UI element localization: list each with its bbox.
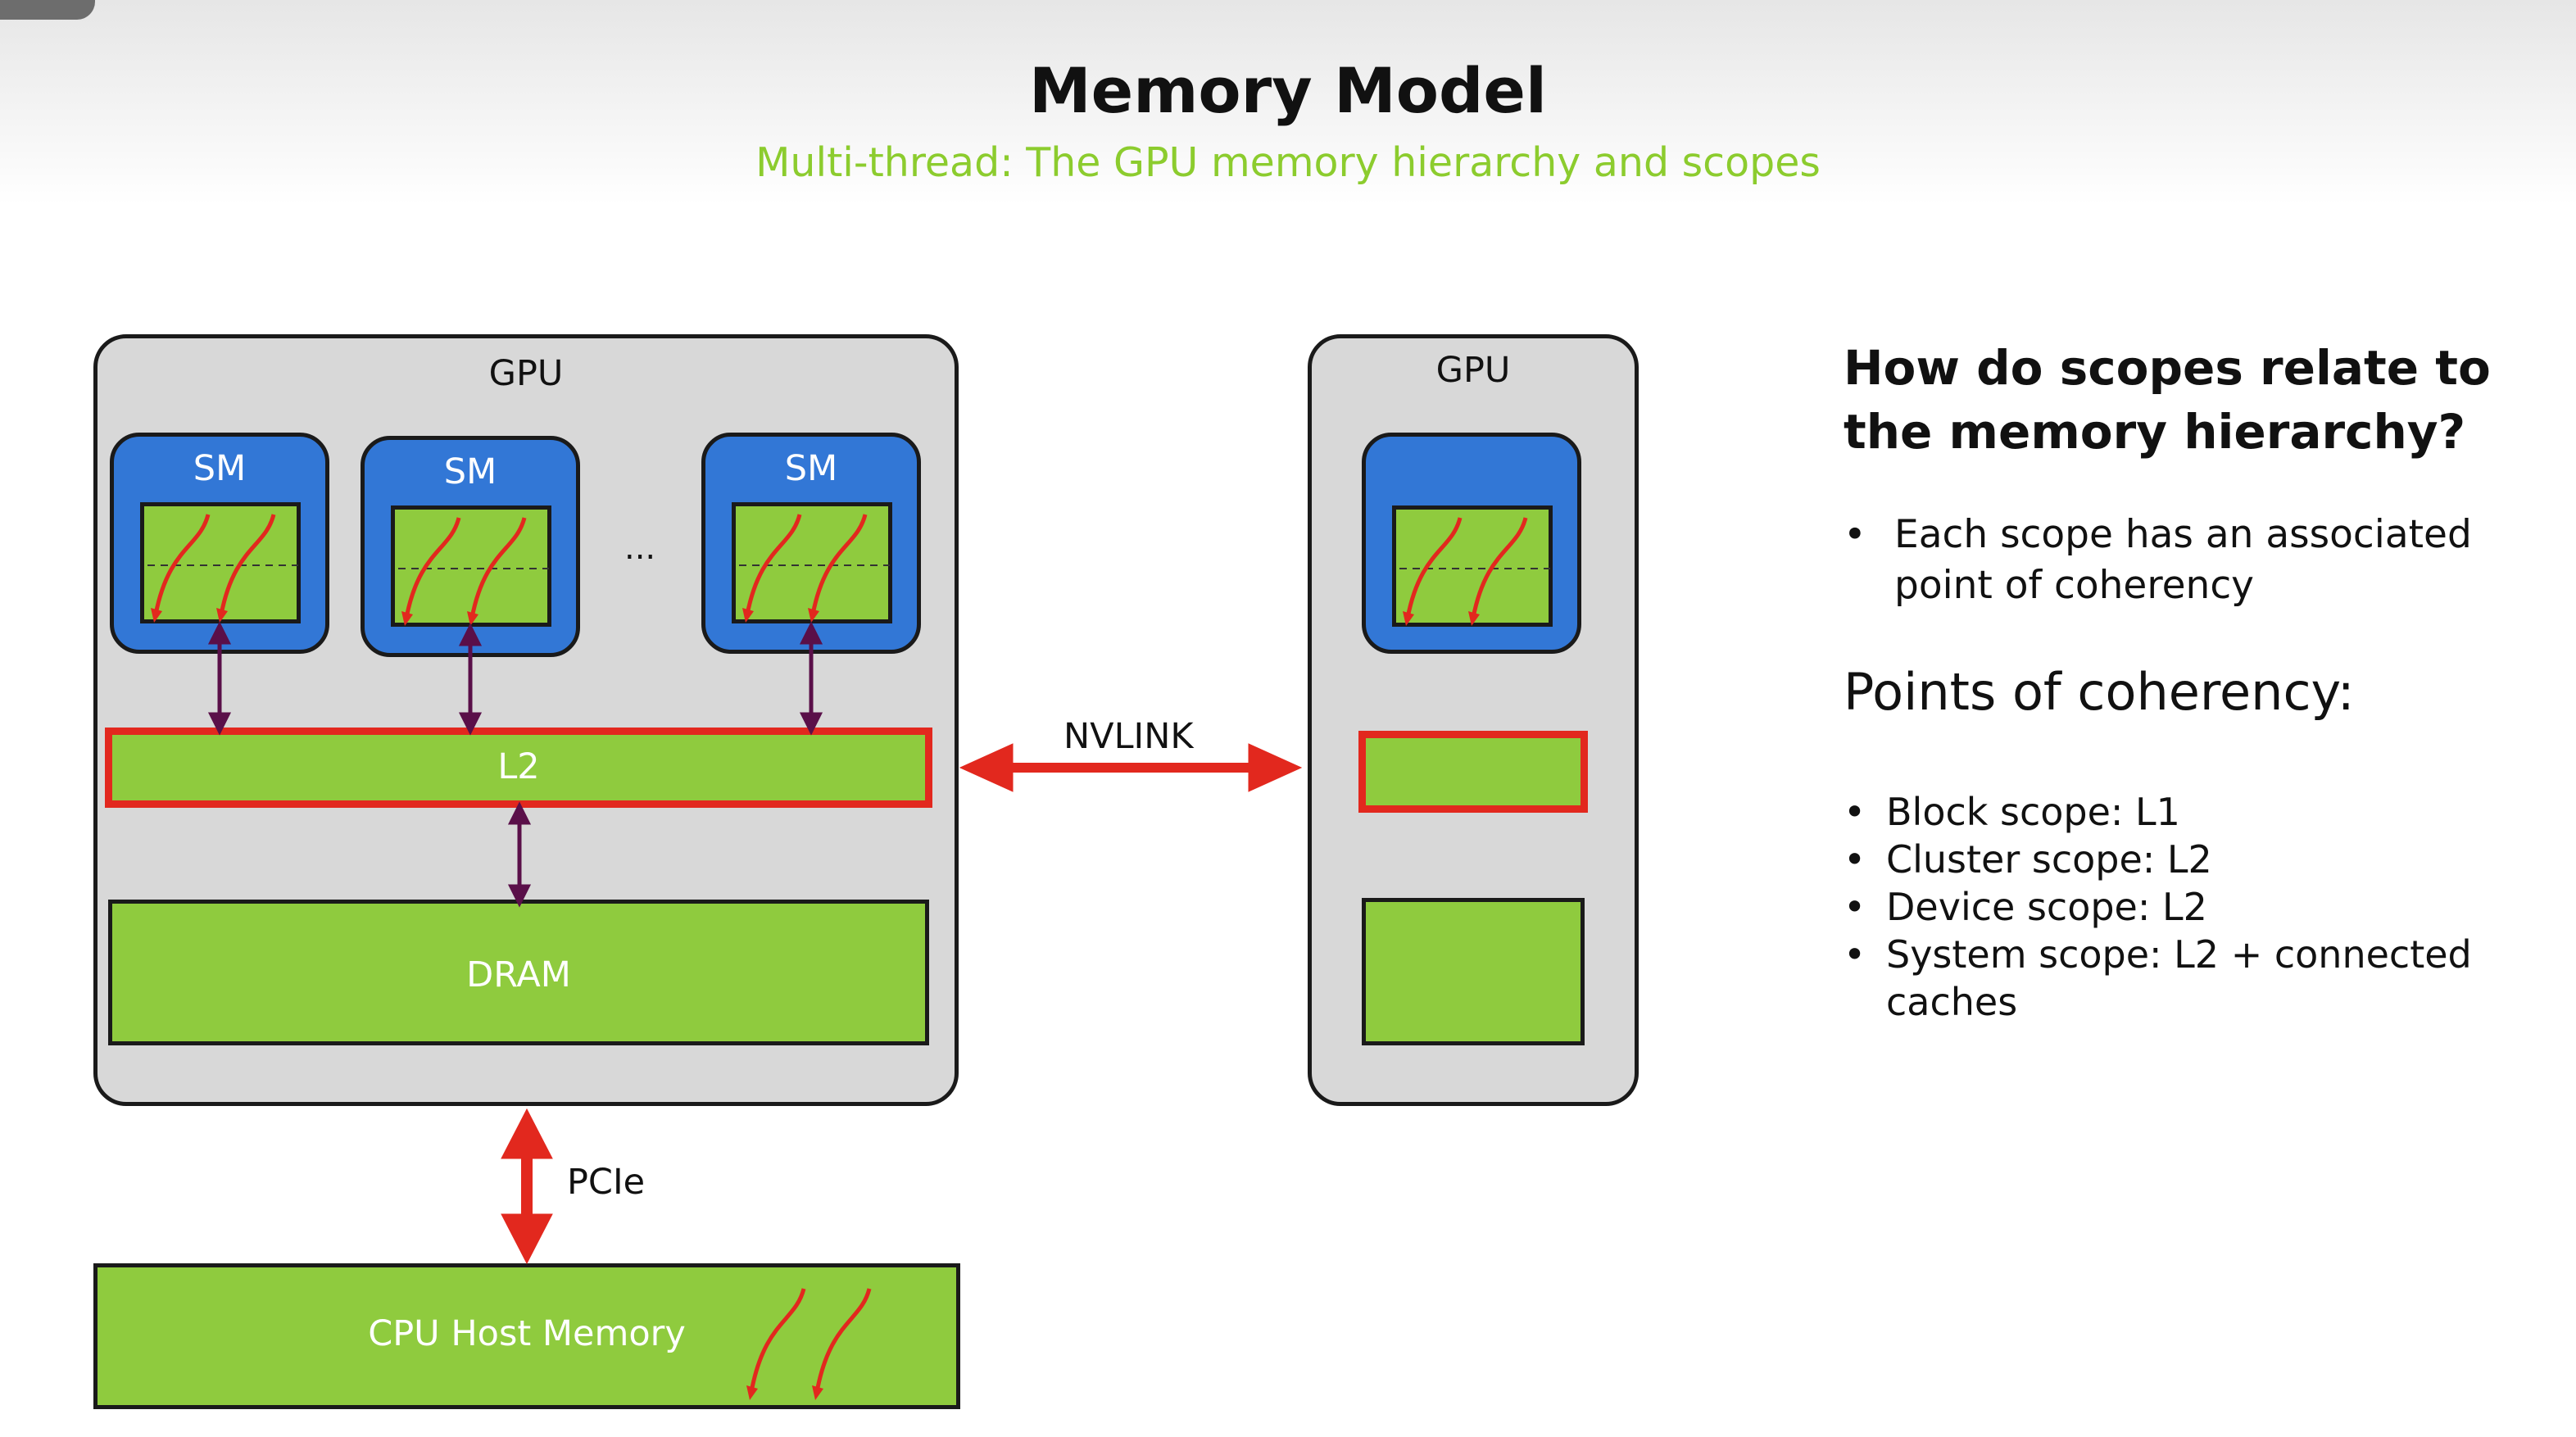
sm-label: SM xyxy=(193,448,247,489)
intro-bullet-list: •Each scope has an associated point of c… xyxy=(1844,510,2548,611)
sm-thread-area xyxy=(391,505,551,627)
bullet-icon: • xyxy=(1844,932,1866,977)
dram-label: DRAM xyxy=(466,954,571,995)
list-item: •Device scope: L2 xyxy=(1844,885,2207,929)
sm-thread-area xyxy=(1392,505,1553,627)
thread-arrows-icon xyxy=(1399,517,1550,626)
bullet-icon: • xyxy=(1844,790,1866,834)
sm-block-1: SM xyxy=(110,433,329,654)
list-item: •System scope: L2 + connected caches xyxy=(1844,932,2472,1024)
sm-block-2: SM xyxy=(361,436,580,657)
bullet-icon: • xyxy=(1844,512,1866,557)
l2-label: L2 xyxy=(497,746,540,787)
slide-title: Memory Model xyxy=(1029,54,1547,127)
points-of-coherency-heading: Points of coherency: xyxy=(1844,662,2355,722)
bullet-icon: • xyxy=(1844,885,1866,929)
thread-arrows-icon xyxy=(739,514,890,623)
sm-label: SM xyxy=(784,448,838,489)
thread-arrows-icon xyxy=(746,1288,872,1400)
gpu-right-label: GPU xyxy=(1435,350,1511,391)
l2-cache-right xyxy=(1358,731,1588,813)
list-item: •Each scope has an associated point of c… xyxy=(1844,510,2548,611)
dram-right xyxy=(1362,898,1585,1045)
bullet-icon: • xyxy=(1844,837,1866,882)
thread-arrows-icon xyxy=(147,514,298,623)
slide-subtitle: Multi-thread: The GPU memory hierarchy a… xyxy=(755,139,1821,186)
scopes-question-heading: How do scopes relate to the memory hiera… xyxy=(1844,340,2491,460)
pcie-label: PCIe xyxy=(567,1162,646,1203)
dram-left: DRAM xyxy=(108,900,929,1045)
sm-ellipsis: ... xyxy=(624,529,656,567)
sm-block-right xyxy=(1362,433,1581,654)
thread-arrows-icon xyxy=(398,517,549,626)
list-item: •Cluster scope: L2 xyxy=(1844,837,2212,882)
sm-thread-area xyxy=(140,502,301,623)
sm-block-3: SM xyxy=(701,433,921,654)
list-item: •Block scope: L1 xyxy=(1844,790,2180,834)
gpu-left-label: GPU xyxy=(488,353,564,394)
coherency-points-list: •Block scope: L1 •Cluster scope: L2 •Dev… xyxy=(1844,788,2548,1026)
cpu-host-memory-label: CPU Host Memory xyxy=(368,1313,686,1354)
sm-label: SM xyxy=(443,451,497,492)
sm-thread-area xyxy=(732,502,892,623)
cpu-host-memory: CPU Host Memory xyxy=(93,1263,960,1409)
nvlink-label: NVLINK xyxy=(1064,716,1194,757)
window-corner-tab xyxy=(0,0,95,20)
